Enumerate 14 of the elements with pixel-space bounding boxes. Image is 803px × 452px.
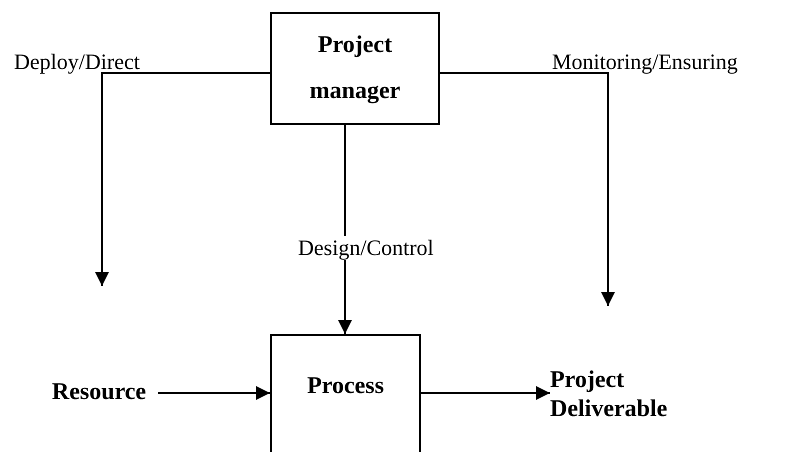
edge-label: Deploy/Direct [14,50,140,74]
arrow [338,125,352,334]
process-box [270,12,440,125]
edge-label: Design/Control [298,236,434,260]
arrow [158,386,270,400]
node-label: Process [307,372,384,401]
node-label: Resource [52,378,146,406]
arrow [95,72,270,286]
process-box [270,334,421,452]
edge-label: Monitoring/Ensuring [552,50,738,74]
node-label: Project manager [308,30,402,106]
arrow [421,386,550,400]
arrow [440,72,615,306]
node-label: Project Deliverable [550,366,668,424]
